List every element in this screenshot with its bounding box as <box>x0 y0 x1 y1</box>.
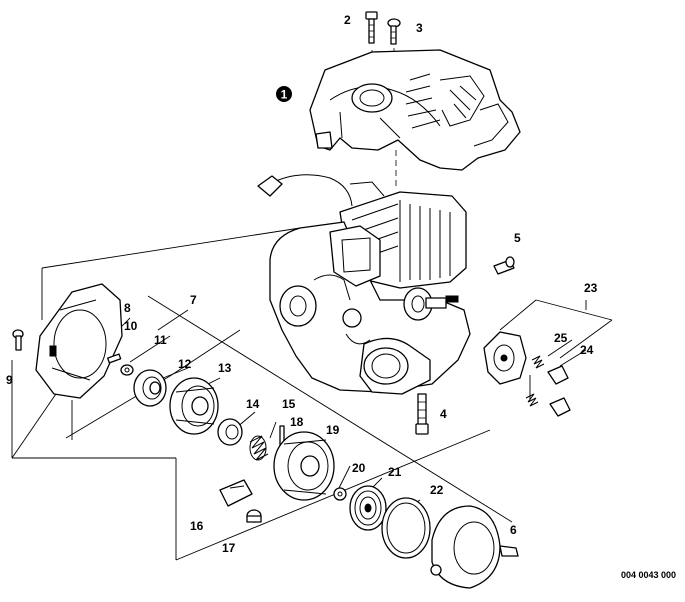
spring-part-25 <box>525 355 545 407</box>
callout-8: 8 <box>124 301 131 315</box>
spring-part-15 <box>249 435 269 461</box>
callout-13: 13 <box>218 361 232 375</box>
callout-2: 2 <box>344 13 351 27</box>
engine-assembly <box>257 174 471 395</box>
callout-9: 9 <box>6 373 13 387</box>
bolt-part-5 <box>493 256 515 275</box>
callout-25: 25 <box>554 331 568 345</box>
leader-lines <box>11 48 613 561</box>
engine-cover-shroud <box>309 49 521 171</box>
callout-3: 3 <box>416 21 423 35</box>
knob-part-17 <box>246 509 262 523</box>
spiral-spring-part-21 <box>349 485 387 531</box>
callout-23: 23 <box>584 281 598 295</box>
ring-part-22 <box>381 497 431 559</box>
callout-labels: 1 2 3 4 5 6 7 8 9 10 11 12 13 14 15 16 1… <box>6 13 676 580</box>
callout-1-badge <box>276 86 292 102</box>
callout-10: 10 <box>124 319 138 333</box>
callout-15: 15 <box>282 397 296 411</box>
starter-housing-part-8 <box>35 283 123 399</box>
callout-5: 5 <box>514 231 521 245</box>
callout-22: 22 <box>430 483 444 497</box>
callout-4: 4 <box>440 407 447 421</box>
callout-16: 16 <box>190 519 204 533</box>
callout-18: 18 <box>290 415 304 429</box>
callout-14: 14 <box>246 397 260 411</box>
screw-part-9 <box>12 329 24 351</box>
callout-20: 20 <box>352 461 366 475</box>
starter-cover-part-6 <box>430 505 519 589</box>
clutch-part-23 <box>483 331 527 385</box>
reference-code: 004 0043 000 <box>621 570 676 580</box>
washer-part-20 <box>333 487 347 501</box>
clutch-shoe-part-24 <box>547 365 571 417</box>
rope-reel-part-13 <box>169 377 219 435</box>
callout-6: 6 <box>510 523 517 537</box>
callout-24: 24 <box>580 343 594 357</box>
pulley-part-12 <box>133 369 167 407</box>
callout-1: 1 <box>281 88 288 102</box>
callout-19: 19 <box>326 423 340 437</box>
callout-12: 12 <box>178 357 192 371</box>
pulley-part-19 <box>273 431 335 501</box>
screw-part-3 <box>387 18 401 45</box>
bolt-part-4 <box>415 393 429 435</box>
callout-7: 7 <box>190 293 197 307</box>
handle-part-16 <box>219 479 253 507</box>
retainer-part-14 <box>217 418 243 446</box>
callout-21: 21 <box>388 465 402 479</box>
callout-11: 11 <box>154 333 167 347</box>
screw-part-11 <box>107 353 134 376</box>
screw-part-2 <box>365 11 378 44</box>
callout-17: 17 <box>222 541 236 555</box>
